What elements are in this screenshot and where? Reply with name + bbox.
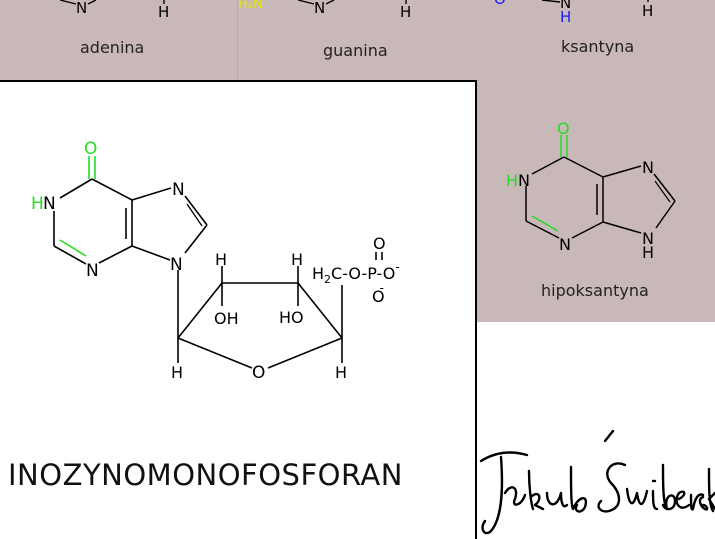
imp-atom-n3: N — [86, 261, 99, 281]
hx-green-bonds — [531, 135, 568, 232]
imp-atom-h-c1: H — [171, 363, 183, 382]
adenine-cell: N H adenina — [0, 0, 237, 80]
guanine-atom-h2n: H₂N — [238, 0, 263, 12]
xanthine-atom-h-ring: H — [560, 8, 571, 26]
hx-atom-o: O — [557, 119, 570, 138]
inosine-monophosphate-structure: O H N N N N H H OH HO O H H H2C-O-P-O- O… — [31, 139, 400, 383]
author-signature — [479, 429, 715, 535]
imp-atom-ho: HO — [279, 308, 304, 327]
guanine-label: guanina — [323, 41, 388, 60]
xanthine-atom-o: O — [494, 0, 506, 8]
adenine-fragment: N H — [59, 0, 169, 21]
hx-atom-nh-n: N — [642, 229, 654, 248]
imp-atom-h-c3: H — [291, 250, 303, 269]
imp-phosphate-bottom-o: O- — [372, 281, 385, 306]
adenine-atom-n: N — [76, 0, 87, 17]
adenine-atom-h: H — [158, 3, 169, 21]
hx-atom-nh-h: H — [642, 243, 654, 262]
molecule-name-title: INOZYNOMONOFOSFORAN — [8, 458, 403, 492]
xanthine-atom-n: N — [560, 0, 571, 12]
guanine-atom-n: N — [314, 0, 325, 17]
imp-atom-n9: N — [170, 255, 183, 275]
imp-atom-h-c2: H — [215, 250, 227, 269]
main-structure-panel — [0, 80, 477, 539]
imp-atom-hn-n: N — [43, 194, 56, 214]
guanine-fragment: H₂N N H — [238, 0, 411, 21]
imp-atom-carbonyl-o: O — [84, 139, 97, 159]
adenine-label: adenina — [80, 38, 145, 57]
imp-phosphate-top-o: O — [373, 234, 386, 253]
imp-atom-hn-h: H — [31, 194, 44, 214]
hx-atom-n-bottom: N — [559, 235, 571, 254]
imp-atom-h-c4: H — [335, 363, 347, 382]
hypoxanthine-panel — [477, 80, 715, 322]
imp-bonds — [53, 178, 383, 369]
hypoxanthine-structure: O H N N N N H — [506, 119, 676, 262]
imp-green-bonds — [59, 156, 96, 257]
top-divider — [237, 0, 238, 80]
imp-atom-oh: OH — [214, 309, 239, 328]
xanthine-label: ksantyna — [561, 37, 635, 56]
imp-phosphate-group: H2C-O-P-O- — [312, 260, 400, 286]
hx-atom-h-green: H — [506, 171, 518, 190]
hx-atom-n-top-right: N — [642, 158, 654, 177]
xanthine-fragment: O N H H — [494, 0, 653, 26]
hypoxanthine-label: hipoksantyna — [541, 281, 649, 300]
guanine-atom-h: H — [400, 3, 411, 21]
xanthine-cell: O N H H ksantyna — [476, 0, 715, 80]
hx-bonds — [525, 156, 676, 239]
imp-atom-n7: N — [172, 180, 185, 200]
guanine-cell: H₂N N H guanina — [238, 0, 475, 80]
top-bases-band: N H adenina H₂N N H guanina O N H H ksan… — [0, 0, 715, 80]
imp-atom-ring-o: O — [252, 363, 265, 383]
hx-atom-n: N — [518, 171, 530, 190]
xanthine-atom-h: H — [642, 2, 653, 20]
